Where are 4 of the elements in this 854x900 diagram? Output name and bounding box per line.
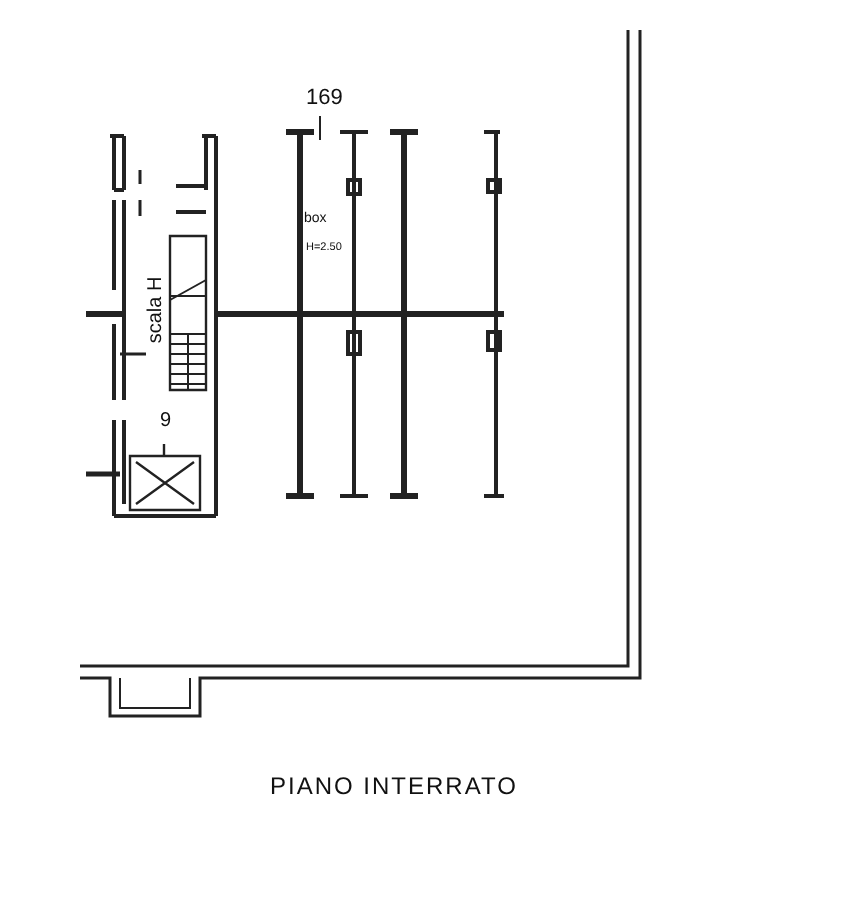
room-number: 9 (160, 412, 172, 432)
stair-label: scala H (147, 276, 168, 344)
plan-caption: PIANO INTERRATO (270, 774, 518, 798)
169-label: 169 (306, 88, 343, 110)
